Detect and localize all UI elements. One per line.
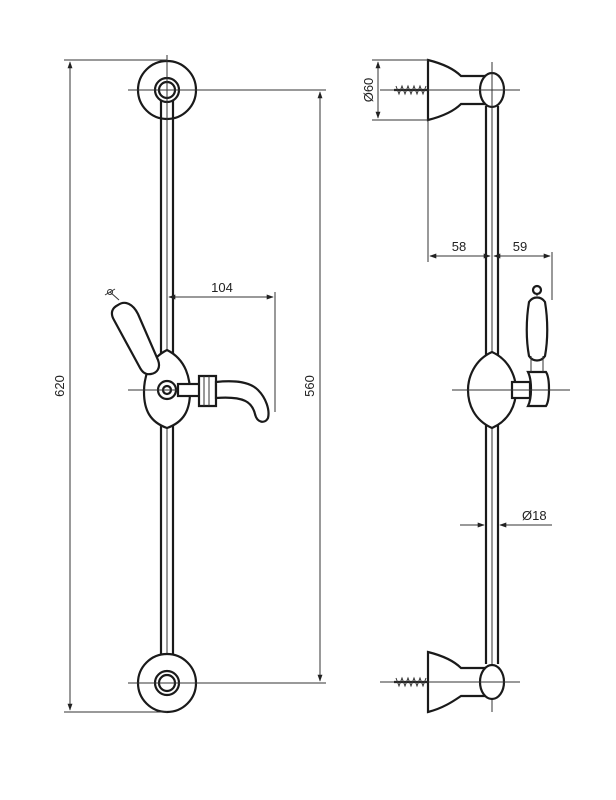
dim-59-label: 59	[513, 239, 527, 254]
dim-620-label: 620	[52, 375, 67, 397]
dim-wall-rail-handle: 58 59	[427, 120, 553, 300]
dim-58-label: 58	[452, 239, 466, 254]
dim-rail-diameter: Ø18	[460, 508, 552, 528]
front-slider-assembly	[104, 288, 270, 430]
dim-flange-diameter: Ø60	[361, 59, 428, 121]
dim-flange-label: Ø60	[361, 78, 376, 103]
dim-104-label: 104	[211, 280, 233, 295]
side-view: Ø60 58 59 Ø18	[361, 58, 570, 714]
dim-fixing-centers: 560	[200, 89, 326, 684]
side-bottom-flange	[380, 650, 520, 714]
bottom-bracket	[128, 652, 206, 714]
dim-rail-label: Ø18	[522, 508, 547, 523]
dim-560-label: 560	[302, 375, 317, 397]
dim-arm-reach: 104	[168, 280, 276, 412]
dim-total-height: 620	[52, 59, 167, 713]
front-view: 620 560 104	[52, 55, 326, 714]
side-slider-assembly	[452, 284, 570, 430]
